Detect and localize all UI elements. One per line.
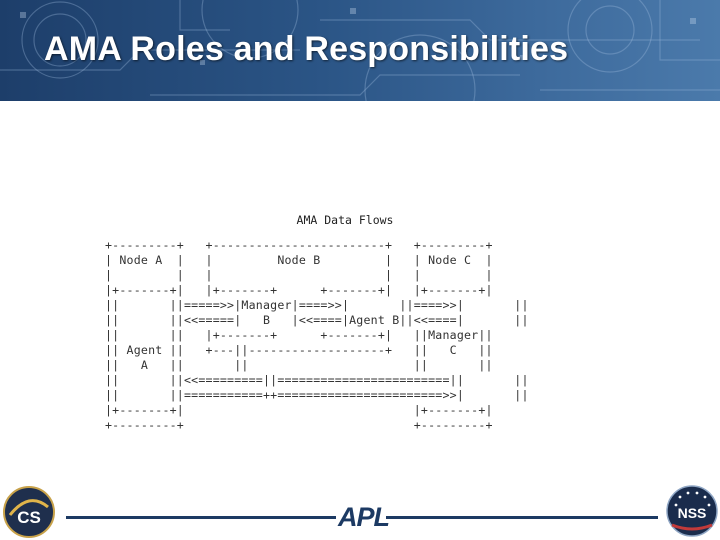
nss-logo: NSS — [666, 485, 718, 537]
cs-logo-text: CS — [17, 508, 41, 527]
diagram-title: AMA Data Flows — [296, 213, 394, 227]
header-background-art — [0, 0, 720, 101]
cs-logo: CS — [3, 486, 55, 538]
footer-rule-left — [66, 516, 336, 519]
apl-logo: APL — [338, 502, 390, 532]
ascii-diagram: +---------+ +------------------------+ +… — [105, 238, 529, 432]
header-banner: AMA Roles and Responsibilities — [0, 0, 720, 101]
footer-rule-right — [386, 516, 658, 519]
data-flow-diagram: AMA Data Flows +---------+ +------------… — [100, 208, 590, 443]
slide-title: AMA Roles and Responsibilities — [44, 30, 569, 68]
nss-logo-text: NSS — [678, 505, 707, 521]
